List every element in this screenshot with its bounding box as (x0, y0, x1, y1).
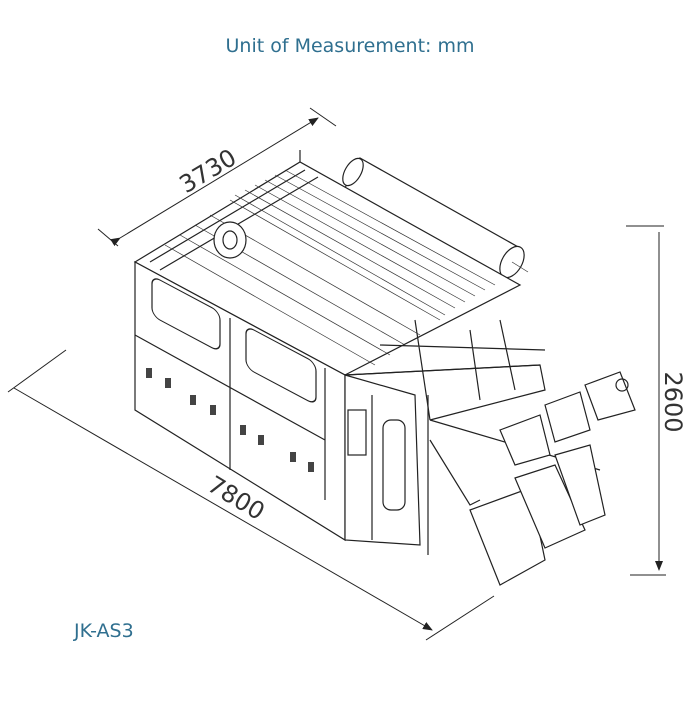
dimension-height: 2600 (626, 225, 687, 576)
model-label: JK-AS3 (74, 620, 134, 642)
unit-of-measurement-title: Unit of Measurement: mm (225, 35, 475, 57)
dimension-height-label: 2600 (659, 371, 687, 432)
machine-body (133, 150, 636, 586)
dimension-depth-label: 3730 (174, 143, 241, 198)
